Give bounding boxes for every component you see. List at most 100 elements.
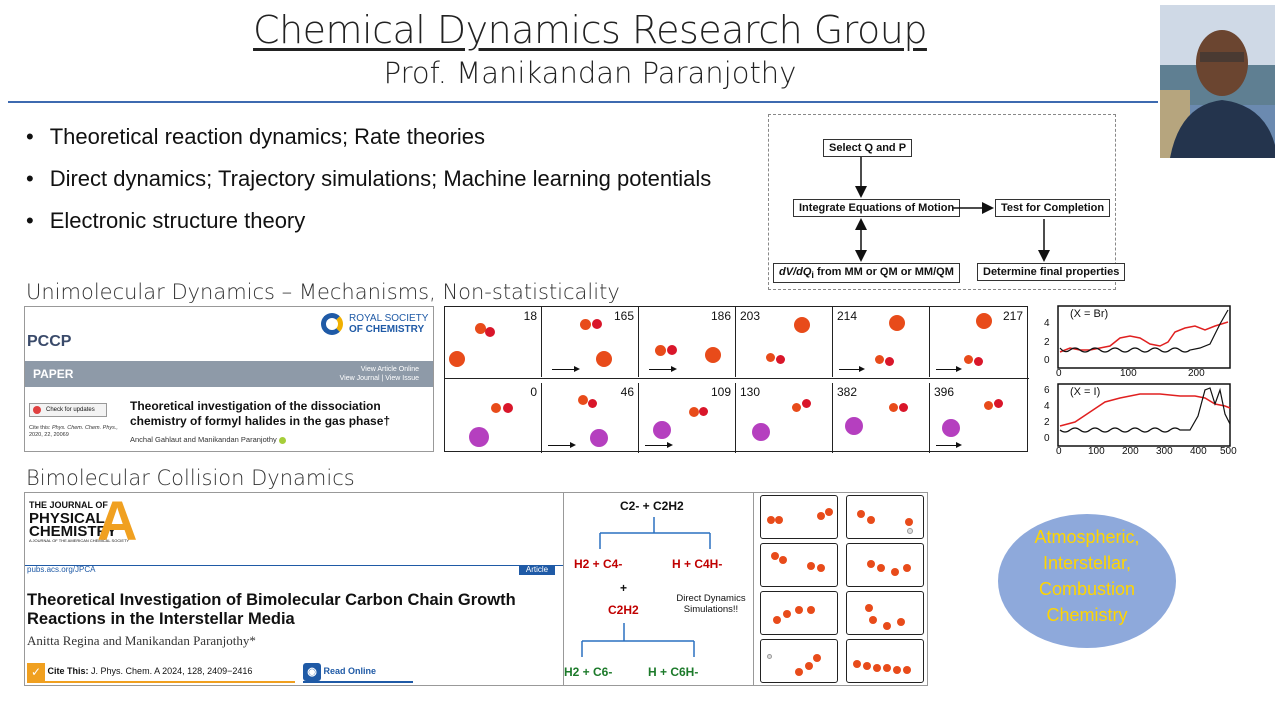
y-tick: 4 (1044, 318, 1050, 329)
atom-c (873, 664, 881, 672)
atom-c (964, 355, 973, 364)
atom-x (942, 419, 960, 437)
atom-c (867, 516, 875, 524)
atom-o (899, 403, 908, 412)
atom-c (869, 616, 877, 624)
jpca-logo-line1: THE JOURNAL OF (29, 500, 108, 510)
atom-x (653, 421, 671, 439)
jpca-logo-tagline: A JOURNAL OF THE AMERICAN CHEMICAL SOCIE… (29, 538, 130, 543)
profile-photo (1160, 5, 1275, 158)
atom-o (802, 399, 811, 408)
atom-x (596, 351, 612, 367)
snapshot-time: 203 (740, 309, 761, 323)
atom-c (580, 319, 591, 330)
c2h2: C2H2 (608, 603, 639, 617)
snapshot-time: 217 (1002, 309, 1023, 323)
atom-c (817, 512, 825, 520)
jpca-url[interactable]: pubs.acs.org/JPCA (27, 565, 96, 574)
atom-c (897, 618, 905, 626)
section-bimolecular: Bimolecular Collision Dynamics (26, 466, 355, 490)
flow-force-rest: from MM or QM or MM/QM (813, 266, 954, 278)
y-tick: 0 (1044, 433, 1050, 444)
atom-c (795, 606, 803, 614)
pccp-authors-text: Anchal Gahlaut and Manikandan Paranjothy (130, 435, 277, 444)
check-icon: ✓ (27, 662, 45, 681)
product-4: H + C6H- (648, 665, 699, 679)
snapshot-time: 165 (613, 309, 634, 323)
read-online-button[interactable]: ◉ Read Online (303, 661, 413, 683)
orcid-icon (278, 436, 286, 444)
rsc-logo-icon (321, 313, 343, 335)
jpca-article-type: Article (519, 565, 555, 575)
atom-c (903, 564, 911, 572)
jpca-paper-card[interactable]: THE JOURNAL OF PHYSICAL CHEMISTRY A JOUR… (24, 492, 564, 686)
atom-c (795, 668, 803, 676)
x-tick: 100 (1120, 368, 1137, 379)
ellipse-line: Atmospheric, (1034, 527, 1140, 547)
atom-x (469, 427, 489, 447)
pccp-paper-card[interactable]: ROYAL SOCIETY OF CHEMISTRY PCCP PAPER Vi… (24, 306, 434, 452)
atom-c (775, 516, 783, 524)
x-tick: 0 (1056, 446, 1062, 457)
x-tick: 300 (1156, 446, 1173, 457)
atom-c (783, 610, 791, 618)
page-title: Chemical Dynamics Research Group (253, 8, 927, 52)
atom-c (853, 660, 861, 668)
view-online-link[interactable]: View Article Online View Journal | View … (340, 365, 419, 383)
flow-force-sub: i (811, 270, 814, 281)
direct-dynamics-note: Direct Dynamics Simulations!! (676, 593, 746, 615)
snapshot-divider (445, 378, 1029, 379)
frame (846, 639, 924, 683)
y-tick: 0 (1044, 355, 1050, 366)
atom-c (807, 606, 815, 614)
atom-c (867, 560, 875, 568)
cite-this-text: J. Phys. Chem. A 2024, 128, 2409−2416 (91, 666, 253, 676)
atom-c (689, 407, 699, 417)
atom-c (877, 564, 885, 572)
x-tick: 400 (1190, 446, 1207, 457)
x-tick: 200 (1188, 368, 1205, 379)
atom-c (792, 403, 801, 412)
atom-c (883, 664, 891, 672)
energy-graphs: (X = Br) 4 2 0 0 100 200 (X = I) 6 4 2 0… (1040, 304, 1240, 460)
time-arrow (552, 366, 580, 372)
time-arrow (936, 366, 962, 372)
atom-c (813, 654, 821, 662)
plus-sign: + (620, 581, 628, 595)
atom-c (875, 355, 884, 364)
atom-c (903, 666, 911, 674)
atom-c (771, 552, 779, 560)
snapshot-cell: 0 (445, 383, 542, 453)
pccp-authors: Anchal Gahlaut and Manikandan Paranjothy (130, 435, 286, 444)
atom-o (885, 357, 894, 366)
header-rule (8, 101, 1158, 103)
y-tick: 2 (1044, 337, 1050, 348)
flow-arrows (855, 157, 1050, 262)
product-3: H2 + C6- (564, 665, 613, 679)
atom-o (974, 357, 983, 366)
atom-o (776, 355, 785, 364)
x-tick: 500 (1220, 446, 1237, 457)
pccp-journal: PCCP (27, 333, 72, 350)
collision-frames (754, 492, 928, 686)
view-links-text: View Journal | View Issue (339, 375, 419, 382)
bullet-item: Direct dynamics; Trajectory simulations;… (26, 162, 712, 204)
snapshot-time: 0 (530, 385, 537, 399)
snapshot-cell: 165 (542, 307, 639, 377)
check-updates-button[interactable]: Check for updates (29, 403, 107, 417)
flow-force-label: dV/dQ (779, 266, 812, 278)
ellipse-line: Chemistry (1046, 605, 1128, 625)
snapshot-cell: 186 (639, 307, 736, 377)
atom-x (976, 313, 992, 329)
ellipse-line: Combustion (1038, 579, 1136, 599)
snapshot-time: 396 (934, 385, 955, 399)
jpca-authors: Anitta Regina and Manikandan Paranjothy* (27, 633, 256, 648)
cite-detail: 2020, 22, 20069 (29, 432, 69, 438)
snapshot-cell: 217 (930, 307, 1027, 377)
frame (760, 639, 838, 683)
frame (760, 495, 838, 539)
cite-this-button[interactable]: ✓ Cite This: J. Phys. Chem. A 2024, 128,… (27, 661, 295, 683)
flow-force: dV/dQi from MM or QM or MM/QM (773, 263, 960, 284)
atom-c (475, 323, 486, 334)
atom-o (994, 399, 1003, 408)
